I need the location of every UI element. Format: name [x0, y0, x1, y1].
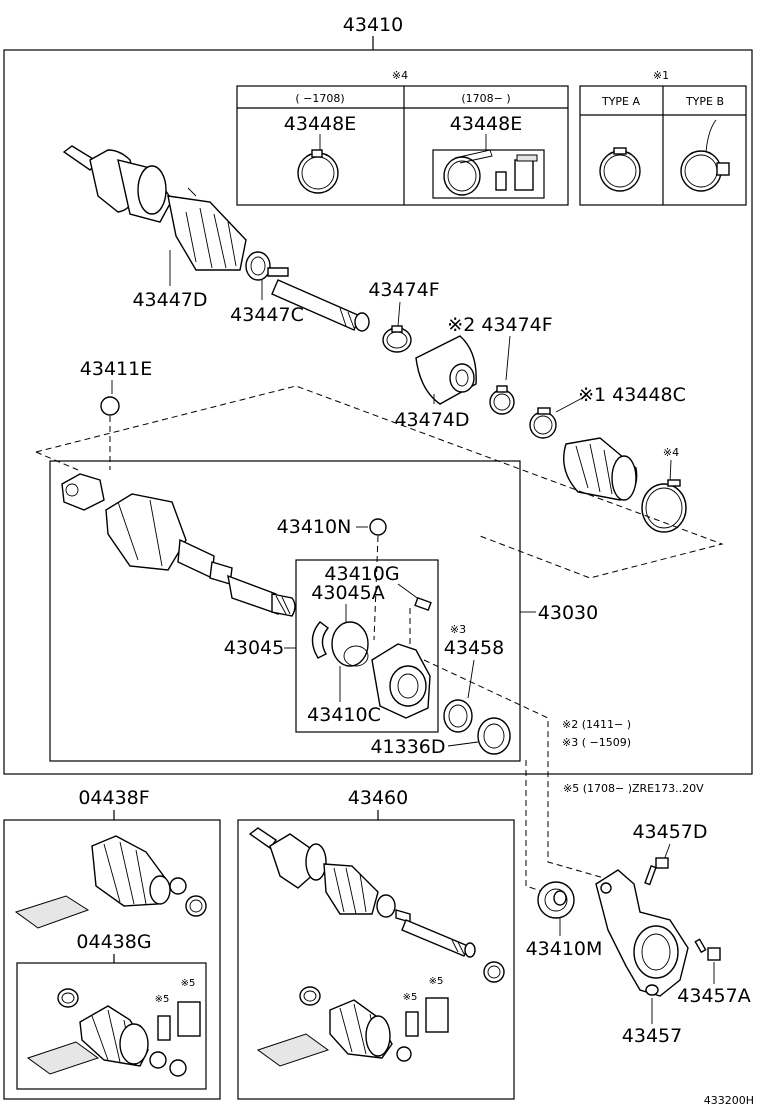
seal-43458 [443, 699, 473, 733]
label-43410M[interactable]: 43410M [526, 938, 603, 960]
label-43030[interactable]: 43030 [538, 602, 598, 624]
label-43474D[interactable]: 43474D [394, 409, 469, 431]
bearing-43410M [537, 881, 575, 919]
label-43448E-b[interactable]: 43448E [450, 113, 522, 135]
label-43410N[interactable]: 43410N [277, 516, 352, 538]
exploded-outline [35, 385, 724, 579]
label-43045[interactable]: 43045 [224, 637, 284, 659]
label-43457A[interactable]: 43457A [677, 985, 750, 1007]
label-43474F-a[interactable]: 43474F [368, 279, 439, 301]
label-43460[interactable]: 43460 [348, 787, 408, 809]
inner-band-c [529, 407, 557, 439]
clip-43410N [369, 518, 387, 536]
note3: ※3 ( −1509) [562, 736, 631, 749]
label-43457D[interactable]: 43457D [632, 821, 707, 843]
inner-boot-band [641, 479, 687, 533]
mark5-a: ※5 [181, 978, 196, 989]
range-late-label: (1708− ) [461, 92, 510, 105]
shaft-43460-drawing [248, 827, 505, 983]
shaft-box-43460 [237, 819, 515, 1100]
pin-43410G [414, 596, 432, 612]
bearing-43045A [311, 621, 369, 667]
seal-mark: ※3 [450, 623, 466, 636]
band-box [236, 85, 569, 206]
inner-joint-drawing [61, 473, 296, 617]
band-type-a-icon [599, 147, 641, 192]
label-43448C[interactable]: ※1 43448C [578, 384, 686, 406]
damper-band-a [382, 325, 412, 353]
deflector-41336D [477, 717, 511, 755]
note5: ※5 (1708− )ZRE173..20V [563, 782, 704, 795]
label-43045A[interactable]: 43045A [311, 582, 384, 604]
shaft-43460-parts [256, 986, 449, 1067]
band-mark4: ※4 [663, 446, 679, 459]
sub-box-43045 [295, 559, 439, 733]
note4-mark: ※4 [392, 69, 408, 82]
bracket-43457 [595, 869, 689, 997]
bracket-43030-body [371, 643, 431, 719]
note2: ※2 (1411− ) [562, 718, 631, 731]
label-41336D[interactable]: 41336D [370, 736, 445, 758]
damper-band-b [489, 385, 515, 415]
label-43458[interactable]: 43458 [444, 637, 504, 659]
label-43457[interactable]: 43457 [622, 1025, 682, 1047]
snap-ring-43411E [100, 396, 120, 416]
bolt-43457A [694, 938, 721, 961]
mark5-b: ※5 [155, 994, 170, 1005]
bolt-43457D [644, 857, 669, 886]
type-a-label: TYPE A [601, 95, 641, 108]
label-04438F[interactable]: 04438F [78, 787, 149, 809]
mark5-c: ※5 [429, 976, 444, 987]
label-43410[interactable]: 43410 [343, 14, 403, 36]
type-b-label: TYPE B [685, 95, 724, 108]
inner-boot [563, 437, 638, 501]
label-43447D[interactable]: 43447D [132, 289, 207, 311]
kit-g-parts [26, 988, 201, 1077]
band-type-b-icon [680, 119, 730, 192]
label-43410G[interactable]: 43410G [324, 563, 399, 585]
label-43447C[interactable]: 43447C [230, 304, 304, 326]
outer-joint-drawing [62, 145, 370, 332]
figure-code: 433200H [704, 1094, 754, 1107]
inner-box-43030 [49, 460, 521, 762]
label-43410C[interactable]: 43410C [307, 704, 381, 726]
damper [415, 335, 477, 405]
label-43411E[interactable]: 43411E [80, 358, 152, 380]
label-04438G[interactable]: 04438G [76, 931, 151, 953]
label-43448E-a[interactable]: 43448E [284, 113, 356, 135]
main-frame [3, 49, 753, 775]
kit-box-04438F [3, 819, 221, 1100]
range-early-label: ( −1708) [295, 92, 344, 105]
boot-band-icon-a [297, 149, 339, 194]
kit-f-boot [14, 835, 207, 929]
label-43474F-b[interactable]: ※2 43474F [447, 314, 552, 336]
note1-mark: ※1 [653, 69, 669, 82]
kit-box-04438G [16, 962, 207, 1090]
mark5-d: ※5 [403, 992, 418, 1003]
band-kit-icon [432, 149, 545, 199]
